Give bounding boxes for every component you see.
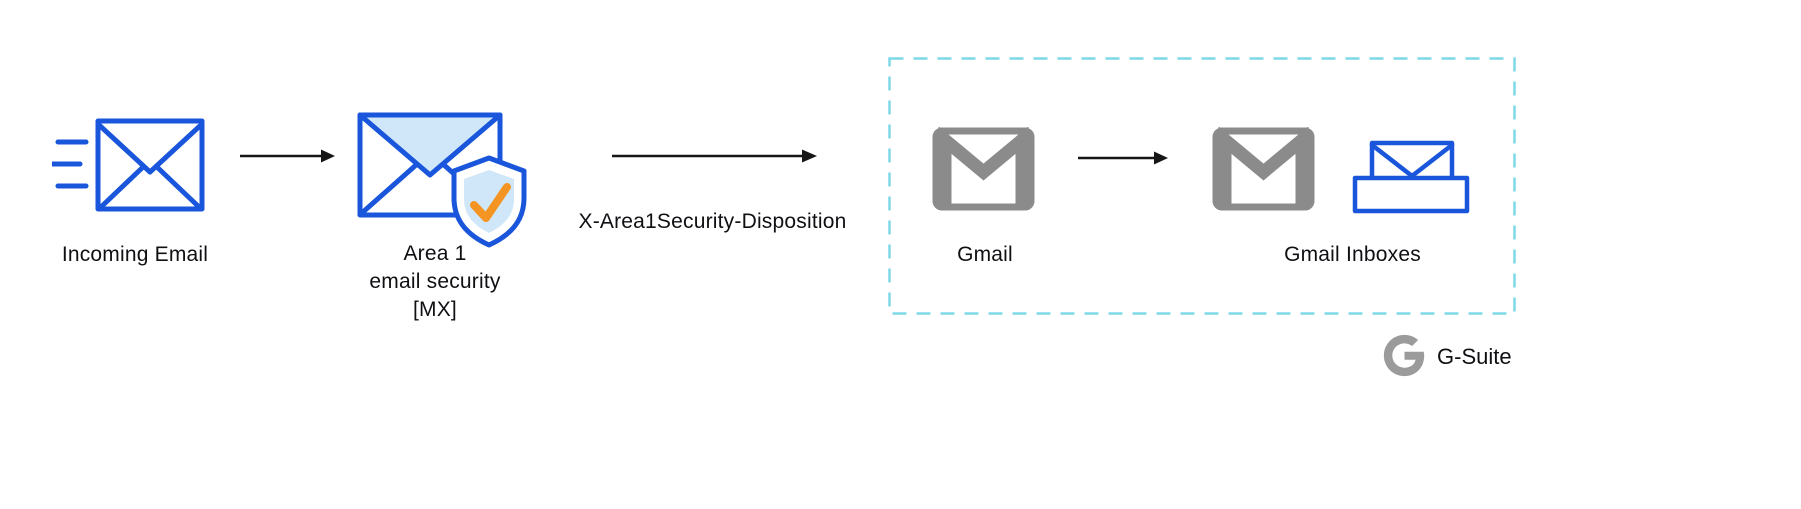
gmail-icon bbox=[1212, 127, 1315, 211]
area1-label-line2: email security bbox=[369, 270, 501, 293]
area1-label: Area 1 email security [MX] bbox=[330, 240, 540, 324]
arrow-gmail-to-inboxes bbox=[1078, 151, 1168, 165]
arrow-area1-to-gmail bbox=[612, 149, 817, 163]
area1-label-line3: [MX] bbox=[413, 298, 457, 321]
gmail-inboxes-label: Gmail Inboxes bbox=[1284, 243, 1421, 266]
incoming-email-icon bbox=[52, 118, 205, 212]
gmail-label: Gmail bbox=[957, 243, 1013, 266]
area1-shield-envelope-icon bbox=[357, 112, 527, 248]
gmail-icon bbox=[932, 127, 1035, 211]
gsuite-boundary bbox=[888, 57, 1516, 315]
gmail-inbox-icon bbox=[1352, 140, 1470, 214]
gsuite-logo-icon bbox=[1383, 334, 1425, 377]
gsuite-brand-label: G-Suite bbox=[1437, 344, 1512, 369]
arrow-incoming-to-area1 bbox=[240, 149, 335, 163]
incoming-email-label: Incoming Email bbox=[61, 243, 209, 266]
area1-label-line1: Area 1 bbox=[403, 242, 467, 265]
disposition-header-label: X-Area1Security-Disposition bbox=[578, 210, 847, 233]
